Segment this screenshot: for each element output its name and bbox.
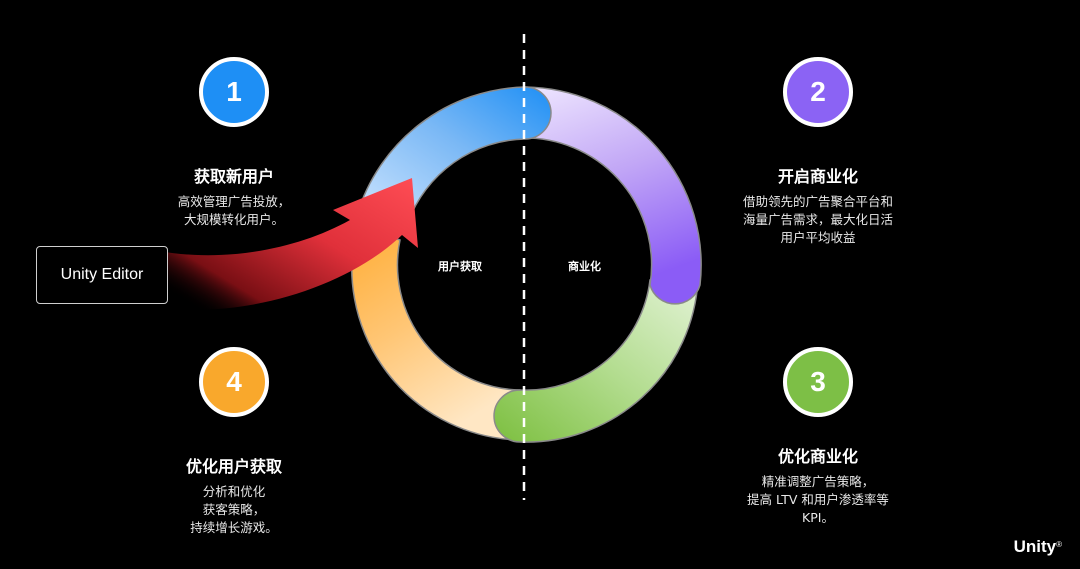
unity-editor-box: Unity Editor	[36, 246, 168, 304]
step-2-desc: 借助领先的广告聚合平台和 海量广告需求，最大化日活 用户平均收益	[742, 194, 893, 245]
step-4-title: 优化用户获取	[185, 457, 282, 476]
step-3-title: 优化商业化	[777, 447, 858, 466]
step-1-desc: 高效管理广告投放， 大规模转化用户。	[177, 194, 291, 227]
step-3-desc: 精准调整广告策略， 提高 LTV 和用户渗透率等 KPI。	[747, 474, 889, 525]
ring-segment-monetization	[524, 86, 702, 305]
step-4-desc: 分析和优化 获客策略， 持续增长游戏。	[190, 484, 278, 535]
step-3-badge: 3	[783, 347, 853, 417]
ring-segment-optimize-monetization	[493, 279, 699, 443]
acquisition-arrow	[165, 178, 418, 310]
step-1-badge: 1	[199, 57, 269, 127]
label-user-acquisition: 用户获取	[438, 260, 482, 273]
step-4-badge: 4	[199, 347, 269, 417]
unity-logo: Unity®	[1013, 537, 1062, 556]
label-monetization: 商业化	[568, 260, 601, 273]
step-2-badge: 2	[783, 57, 853, 127]
step-2-title: 开启商业化	[777, 167, 858, 186]
step-1-title: 获取新用户	[193, 167, 274, 186]
